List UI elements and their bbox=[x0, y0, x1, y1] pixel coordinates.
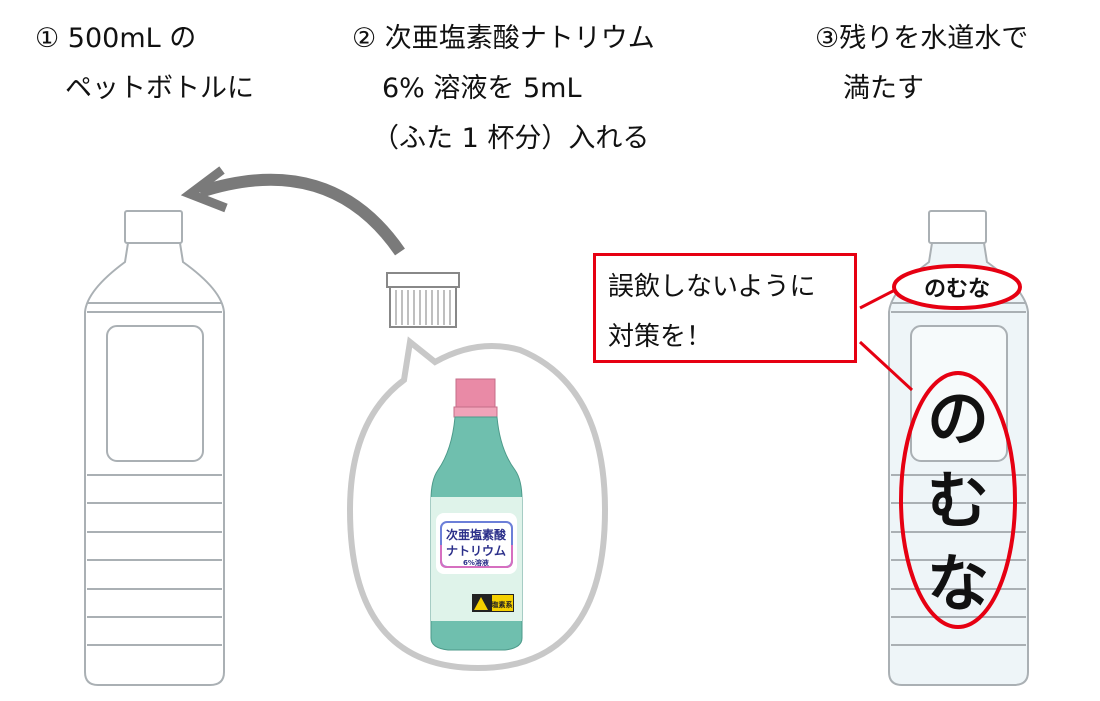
bottle-cap bbox=[386, 272, 460, 328]
filled-pet-bottle bbox=[888, 210, 1029, 686]
small-label-highlight bbox=[892, 264, 1022, 310]
step-1-line: ① 500mL の bbox=[35, 23, 197, 54]
curved-arrow-icon bbox=[198, 173, 405, 256]
callout-box: 誤飲しないように 対策を！ bbox=[593, 253, 857, 363]
caution-label: 塩素系 bbox=[492, 600, 513, 609]
big-warning-char: な bbox=[927, 547, 989, 620]
step-1-line: ペットボトルに bbox=[65, 73, 254, 104]
step-3-text: ③残りを水道水で 満たす bbox=[815, 14, 1028, 114]
big-warning-char: の bbox=[927, 382, 989, 455]
big-label-highlight bbox=[899, 371, 1017, 629]
callout-pointer bbox=[859, 288, 896, 310]
bleach-bottle: 次亜塩素酸 ナトリウム 6%溶液 塩素系 bbox=[430, 378, 523, 651]
bleach-label-line1: 次亜塩素酸 bbox=[446, 527, 507, 542]
step-1-text: ① 500mL の ペットボトルに bbox=[35, 14, 254, 114]
arrow-head-icon bbox=[180, 166, 228, 213]
small-warning-label: のむな bbox=[924, 277, 990, 302]
callout-line: 対策を！ bbox=[608, 322, 713, 352]
empty-pet-bottle bbox=[84, 210, 225, 686]
step-3-line: ③残りを水道水で bbox=[815, 23, 1029, 54]
step-2-line: ② 次亜塩素酸ナトリウム bbox=[352, 23, 655, 54]
callout-pointer bbox=[858, 340, 914, 392]
warning-icon bbox=[474, 597, 488, 610]
bleach-label-line2: ナトリウム bbox=[446, 544, 506, 558]
step-2-text: ② 次亜塩素酸ナトリウム 6% 溶液を 5mL （ふた 1 杯分）入れる bbox=[352, 14, 655, 164]
step-3-line: 満たす bbox=[843, 73, 924, 104]
step-2-line: （ふた 1 杯分）入れる bbox=[372, 123, 650, 154]
bleach-label-line3: 6%溶液 bbox=[463, 558, 490, 567]
step-2-line: 6% 溶液を 5mL bbox=[382, 73, 582, 104]
big-warning-char: む bbox=[927, 464, 989, 537]
callout-line: 誤飲しないように bbox=[608, 272, 816, 302]
